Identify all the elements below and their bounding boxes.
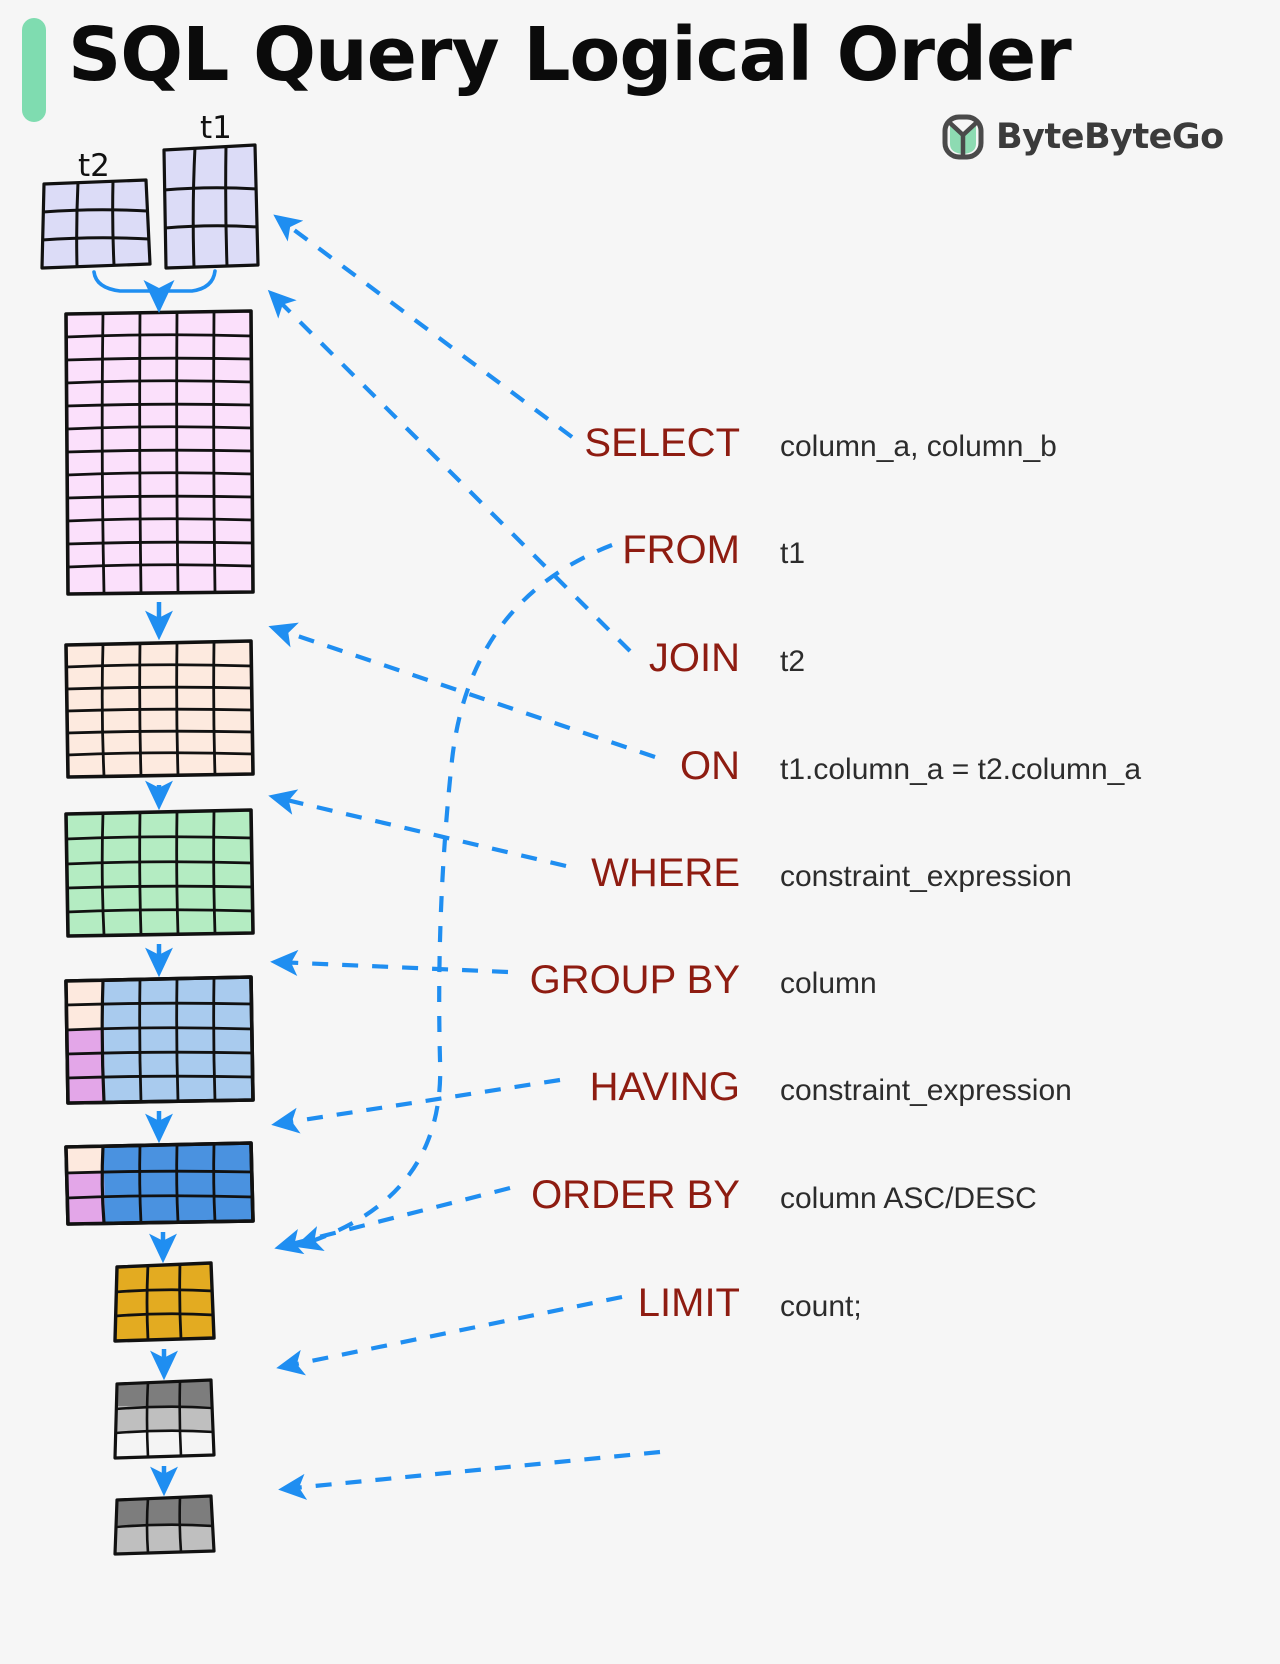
clause-join: JOIN t2 [510,636,805,681]
logo-text: ByteByteGo [996,117,1224,157]
clause-from: FROM t1 [510,528,805,573]
source-table-t1 [162,143,260,270]
clause-groupby: GROUP BY column [510,958,877,1003]
argument-select: column_a, column_b [780,430,1057,463]
keyword-from: FROM [622,528,740,572]
argument-having: constraint_expression [780,1074,1072,1107]
keyword-select: SELECT [584,421,740,465]
keyword-orderby: ORDER BY [531,1173,740,1217]
keyword-join: JOIN [648,636,740,680]
bytebytego-logo: ByteByteGo [942,114,1224,160]
join-result-table [64,639,255,779]
clause-orderby: ORDER BY column ASC/DESC [510,1173,1037,1218]
source-table-label-t1: t1 [200,110,232,146]
page-title: SQL Query Logical Order [68,12,1072,98]
flow-arrows [145,602,178,1497]
connector-orderby [274,1185,511,1255]
bytebytego-leaf-icon [942,114,984,160]
connector-join [267,289,632,653]
argument-from: t1 [780,537,806,570]
connector-select [273,214,574,439]
clause-where: WHERE constraint_expression [510,851,1072,896]
clause-limit: LIMIT count; [510,1281,862,1326]
argument-orderby: column ASC/DESC [780,1182,1037,1215]
source-table-label-t2: t2 [78,148,110,184]
final-result-table [113,1494,216,1556]
argument-join: t2 [780,645,806,678]
argument-on: t1.column_a = t2.column_a [780,753,1142,786]
having-result-table [64,1141,255,1226]
orderby-result-table [113,1261,216,1343]
source-table-t2 [40,178,152,270]
argument-where: constraint_expression [780,860,1072,893]
argument-groupby: column [780,967,877,1000]
connector-groupby [270,949,509,976]
keyword-having: HAVING [589,1065,740,1109]
merge-brace [92,269,217,314]
clause-on: ON t1.column_a = t2.column_a [510,744,1141,789]
keyword-on: ON [680,744,740,788]
clause-select: SELECT column_a, column_b [510,421,1057,466]
keyword-limit: LIMIT [637,1281,740,1325]
keyword-groupby: GROUP BY [529,958,740,1002]
title-accent-bar [22,18,46,122]
argument-limit: count; [780,1290,862,1323]
clause-having: HAVING constraint_expression [510,1065,1072,1110]
limit-result-table [113,1378,216,1460]
groupby-result-table [64,975,255,1105]
where-result-table [64,808,255,938]
cross-product-table [64,309,255,596]
keyword-where: WHERE [591,851,740,895]
connector-final [278,1449,661,1500]
